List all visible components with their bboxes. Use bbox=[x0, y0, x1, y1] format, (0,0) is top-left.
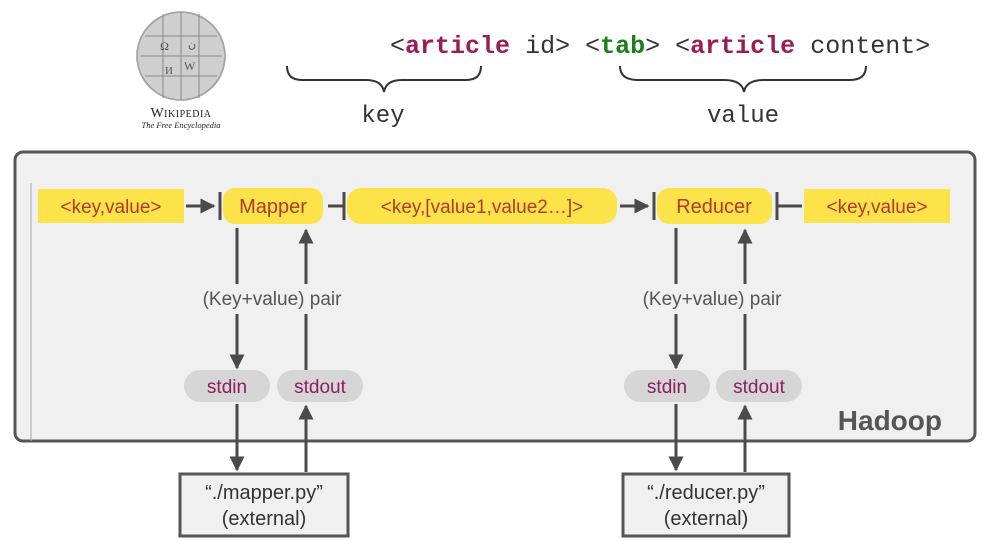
svg-text:Reducer: Reducer bbox=[676, 196, 752, 218]
reducer-stdout-pill: stdout bbox=[716, 370, 802, 402]
svg-text:stdin: stdin bbox=[647, 377, 687, 398]
svg-text:<key,value>: <key,value> bbox=[826, 197, 927, 218]
angle-open-2: < bbox=[660, 32, 690, 61]
svg-text:stdin: stdin bbox=[207, 377, 247, 398]
angle-open-1: < bbox=[390, 32, 405, 61]
mapper-box: Mapper bbox=[223, 188, 323, 224]
svg-text:Ω: Ω bbox=[160, 39, 169, 53]
svg-text:<key,[value1,value2…]>: <key,[value1,value2…]> bbox=[381, 197, 583, 218]
reducer-script-note: (external) bbox=[664, 508, 748, 530]
input-kv-box: <key,value> bbox=[38, 189, 184, 223]
article-id-text: id> bbox=[510, 32, 570, 61]
key-brace bbox=[286, 65, 482, 93]
svg-text:Mapper: Mapper bbox=[239, 196, 307, 218]
reducer-stdin-pill: stdin bbox=[624, 370, 710, 402]
keyword-tab: tab bbox=[600, 32, 645, 61]
hadoop-label: Hadoop bbox=[838, 405, 942, 436]
article-content-text: content> bbox=[795, 32, 930, 61]
svg-text:stdout: stdout bbox=[294, 377, 346, 398]
mapper-stdout-pill: stdout bbox=[277, 370, 363, 402]
reducer-script-box: “./reducer.py” (external) bbox=[621, 472, 791, 538]
svg-text:<article id> <tab> <article co: <article id> <tab> <article content> bbox=[285, 32, 990, 61]
keyword-article-2: article bbox=[690, 32, 795, 61]
mapper-script-note: (external) bbox=[222, 508, 306, 530]
reducer-pair-label: (Key+value) pair bbox=[643, 289, 783, 310]
wikipedia-logo: Ω W ن И Wikipedia The Free Encyclopedia bbox=[136, 11, 226, 130]
mapper-pair-label: (Key+value) pair bbox=[203, 289, 343, 310]
svg-text:<key,value>: <key,value> bbox=[60, 197, 161, 218]
svg-text:И: И bbox=[165, 65, 173, 77]
reducer-box: Reducer bbox=[657, 188, 772, 224]
value-label: value bbox=[707, 103, 779, 130]
angle-close-tab: > bbox=[645, 32, 660, 61]
wikipedia-wordmark: Wikipedia bbox=[150, 106, 211, 121]
key-label: key bbox=[361, 103, 404, 130]
value-brace bbox=[619, 65, 867, 93]
svg-text:W: W bbox=[184, 59, 196, 73]
keyword-article-1: article bbox=[405, 32, 510, 61]
mapper-stdin-pill: stdin bbox=[184, 370, 270, 402]
reducer-script-name: “./reducer.py” bbox=[647, 482, 765, 504]
mapper-script-box: “./mapper.py” (external) bbox=[178, 472, 350, 538]
mapper-script-name: “./mapper.py” bbox=[205, 482, 323, 504]
grouped-kv-box: <key,[value1,value2…]> bbox=[347, 188, 617, 224]
wikipedia-tagline: The Free Encyclopedia bbox=[142, 120, 221, 130]
input-format-line: <article id> <tab> <article content> key… bbox=[285, 32, 990, 130]
svg-text:stdout: stdout bbox=[733, 377, 785, 398]
svg-text:ن: ن bbox=[188, 39, 196, 51]
angle-open-tab: < bbox=[570, 32, 600, 61]
output-kv-box: <key,value> bbox=[804, 189, 950, 223]
hadoop-panel: Hadoop bbox=[13, 150, 977, 443]
wikipedia-puzzle-globe-icon: Ω W ن И bbox=[136, 11, 226, 101]
